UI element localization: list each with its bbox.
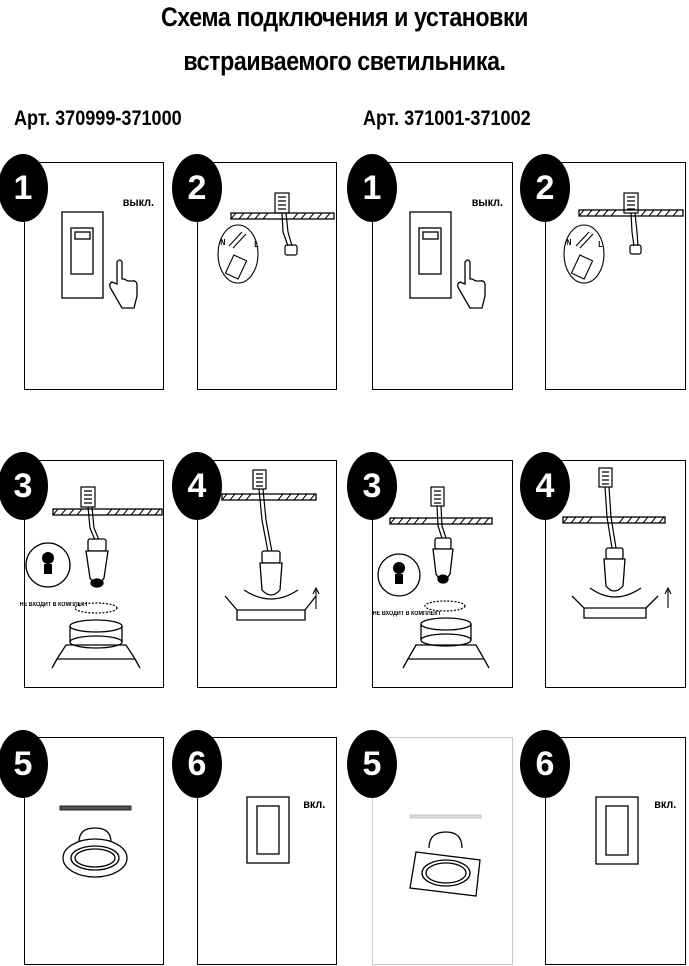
neutral-label-left: N — [220, 238, 226, 247]
step-badge-3-right: 3 — [347, 452, 397, 520]
article-label-right: Арт. 371001-371002 — [363, 107, 531, 130]
step-badge-5-left: 5 — [0, 730, 48, 798]
not-included-label-right: НЕ ВХОДИТ В КОМПЛЕКТ — [372, 611, 442, 617]
page-title-line-2: встраиваемого светильника. — [183, 46, 506, 76]
article-label-left: Арт. 370999-371000 — [14, 107, 182, 130]
step-badge-1-right: 1 — [347, 154, 397, 222]
step-badge-2-left: 2 — [172, 154, 222, 222]
live-label-left: L — [254, 240, 259, 249]
page-title-line-1: Схема подключения и установки — [160, 2, 529, 32]
live-label-right: L — [598, 240, 603, 249]
on-label-right: вкл. — [654, 797, 677, 811]
not-included-label-left: НЕ ВХОДИТ В КОМПЛЕКТ — [19, 602, 89, 608]
step-badge-2-right: 2 — [520, 154, 570, 222]
step-badge-4-right: 4 — [520, 452, 570, 520]
step-badge-6-right: 6 — [520, 730, 570, 798]
step-badge-6-left: 6 — [172, 730, 222, 798]
on-label-left: вкл. — [303, 797, 326, 811]
step-badge-5-right: 5 — [347, 730, 397, 798]
step-1-panel-left — [24, 162, 164, 390]
off-label-left: выкл. — [122, 195, 154, 209]
step-2-panel-right — [545, 162, 686, 390]
step-badge-3-left: 3 — [0, 452, 48, 520]
step-badge-4-left: 4 — [172, 452, 222, 520]
neutral-label-right: N — [566, 238, 572, 247]
step-1-panel-right — [372, 162, 513, 390]
step-badge-1-left: 1 — [0, 154, 48, 222]
off-label-right: выкл. — [471, 195, 503, 209]
